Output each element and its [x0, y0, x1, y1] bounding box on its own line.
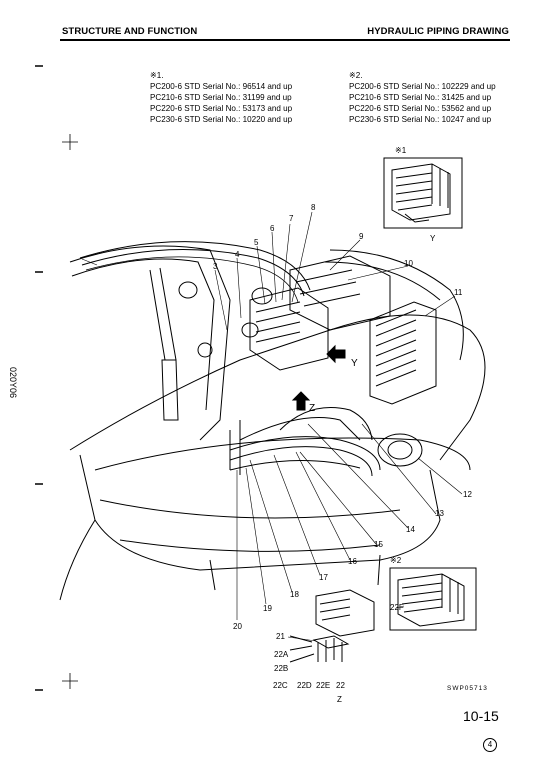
callout-7: 7: [289, 214, 294, 223]
serial-note-2: ※2. PC200-6 STD Serial No.: 102229 and u…: [349, 70, 496, 125]
detail-view-z-label: Z: [337, 695, 342, 704]
callout-4: 4: [235, 250, 240, 259]
serial-line: PC200-6 STD Serial No.: 96514 and up: [150, 82, 293, 91]
callout-10: 10: [404, 259, 413, 268]
serial-note-mark: ※2.: [349, 71, 363, 80]
page-number: 10-15: [463, 708, 499, 724]
callout-6: 6: [270, 224, 275, 233]
serial-line: PC220-6 STD Serial No.: 53173 and up: [150, 104, 293, 113]
callout-15: 15: [374, 540, 383, 549]
callout-14: 14: [406, 525, 415, 534]
serial-line: PC210-6 STD Serial No.: 31199 and up: [150, 93, 292, 102]
callout-22D: 22D: [297, 681, 312, 690]
serial-line: PC200-6 STD Serial No.: 102229 and up: [349, 82, 496, 91]
callout-3: 3: [213, 262, 218, 271]
callout-5: 5: [254, 238, 259, 247]
callout-13: 13: [435, 509, 444, 518]
detail-view-2-mark: ※2: [390, 556, 402, 565]
view-marker-y: Y: [351, 358, 358, 369]
revision-mark: 4: [483, 738, 497, 752]
figure-code: SWP05713: [447, 685, 488, 692]
serial-line: PC210-6 STD Serial No.: 31425 and up: [349, 93, 492, 102]
callout-22F: 22F: [390, 603, 404, 612]
view-marker-z: Z: [309, 403, 316, 414]
callout-22A: 22A: [274, 650, 289, 659]
section-title: STRUCTURE AND FUNCTION: [62, 26, 198, 37]
callout-22B: 22B: [274, 664, 289, 673]
serial-line: PC220-6 STD Serial No.: 53562 and up: [349, 104, 492, 113]
header-rule: [60, 39, 510, 41]
detail-view-1-label: Y: [430, 234, 436, 243]
serial-note-mark: ※1.: [150, 71, 164, 80]
callout-22C: 22C: [273, 681, 288, 690]
serial-line: PC230-6 STD Serial No.: 10247 and up: [349, 115, 492, 124]
callout-22: 22: [336, 681, 345, 690]
serial-line: PC230-6 STD Serial No.: 10220 and up: [150, 115, 293, 124]
callout-19: 19: [263, 604, 272, 613]
serial-note-1: ※1. PC200-6 STD Serial No.: 96514 and up…: [150, 70, 292, 125]
detail-view-1-mark: ※1: [395, 146, 407, 155]
callout-18: 18: [290, 590, 299, 599]
page-title: HYDRAULIC PIPING DRAWING: [367, 26, 509, 37]
callout-11: 11: [454, 288, 463, 297]
callout-12: 12: [463, 490, 472, 499]
callout-9: 9: [359, 232, 364, 241]
callout-21: 21: [276, 632, 285, 641]
callout-8: 8: [311, 203, 316, 212]
callout-17: 17: [319, 573, 328, 582]
callout-20: 20: [233, 622, 242, 631]
callout-22E: 22E: [316, 681, 331, 690]
callout-16: 16: [348, 557, 357, 566]
